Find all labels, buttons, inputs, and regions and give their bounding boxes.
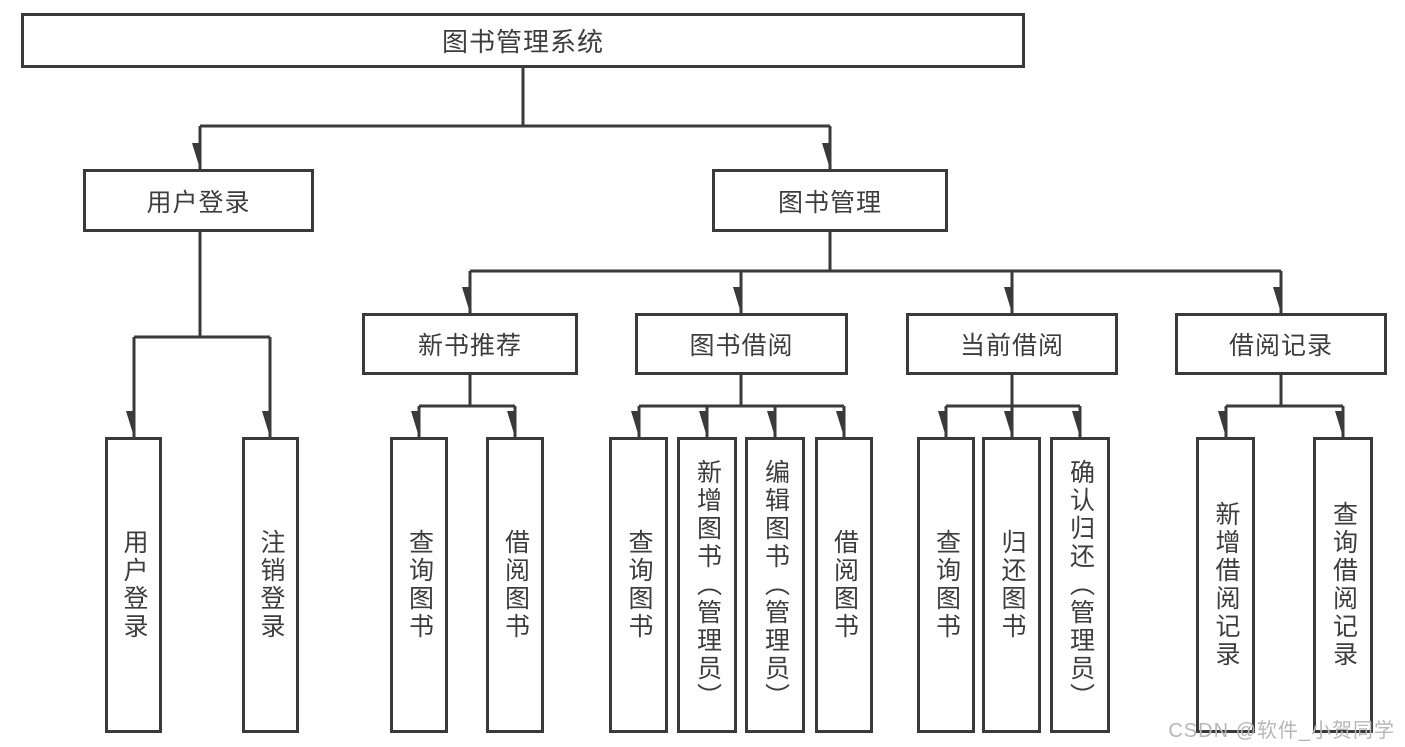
connector-line	[639, 375, 844, 408]
connector-root-to-level2	[200, 68, 832, 169]
connector-line	[134, 232, 270, 339]
connector-line	[470, 232, 1281, 273]
node-leaf-query-book-2: 查询图书	[609, 437, 668, 733]
node-leaf-add-borrow-record: 新增借阅记录	[1196, 437, 1255, 733]
connector-line	[1226, 375, 1343, 408]
connector-book-borrow-children	[639, 375, 846, 437]
connector-new-book-children	[419, 375, 517, 437]
node-leaf-confirm-return-admin: 确认归还（管理员）	[1050, 437, 1110, 733]
node-book-management: 图书管理	[712, 169, 948, 232]
node-leaf-query-book-3: 查询图书	[917, 437, 975, 733]
node-leaf-return-book: 归还图书	[982, 437, 1041, 733]
node-book-borrow: 图书借阅	[635, 313, 848, 375]
node-leaf-edit-book-admin: 编辑图书（管理员）	[745, 437, 805, 733]
connector-borrow-record-children	[1226, 375, 1345, 437]
connector-user-login-children	[134, 232, 272, 437]
node-leaf-user-login: 用户登录	[105, 437, 162, 733]
connector-line	[419, 375, 515, 408]
connector-book-management-children	[470, 232, 1283, 313]
node-library-management-system: 图书管理系统	[21, 13, 1025, 68]
node-leaf-logout: 注销登录	[242, 437, 299, 733]
node-leaf-add-book-admin: 新增图书（管理员）	[677, 437, 737, 733]
node-leaf-borrow-book-1: 借阅图书	[486, 437, 544, 733]
node-new-book-recommend: 新书推荐	[362, 313, 578, 375]
node-current-borrow: 当前借阅	[906, 313, 1118, 375]
node-user-login: 用户登录	[83, 169, 314, 232]
connector-line	[946, 375, 1080, 408]
node-leaf-query-book-1: 查询图书	[390, 437, 448, 733]
csdn-watermark: CSDN @软件_小贺同学	[1168, 720, 1395, 742]
node-leaf-borrow-book-2: 借阅图书	[815, 437, 873, 733]
node-borrow-record: 借阅记录	[1175, 313, 1387, 375]
node-leaf-query-borrow-record: 查询借阅记录	[1313, 437, 1373, 733]
connector-line	[200, 68, 830, 128]
connector-current-borrow-children	[946, 375, 1082, 437]
